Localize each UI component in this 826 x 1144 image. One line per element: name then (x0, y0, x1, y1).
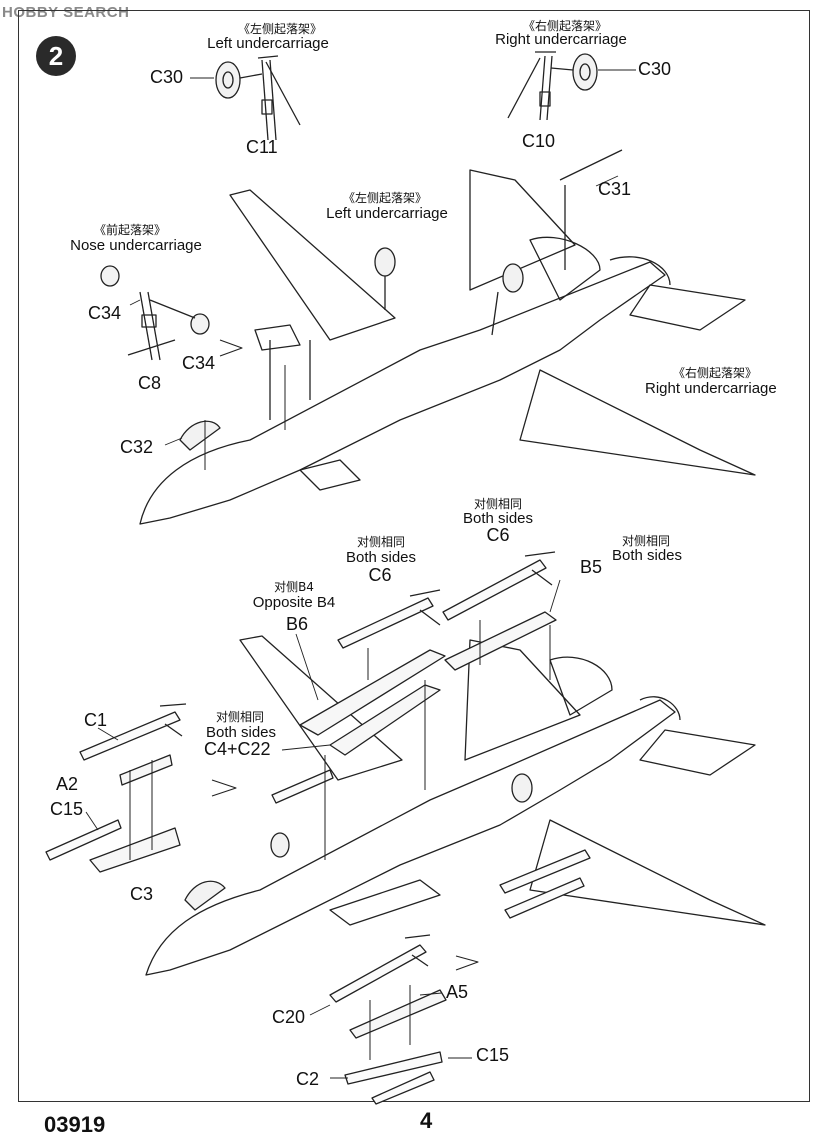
both-sides-cn-c6: 对侧相同 (356, 535, 405, 549)
part-c30-left: C30 (150, 67, 184, 87)
nose-undercarriage-detail (100, 265, 210, 361)
both-sides-cn-c4: 对侧相同 (215, 710, 264, 724)
right-undercarriage-detail (507, 51, 598, 121)
part-c6-top: C6 (486, 525, 510, 545)
right-undercarriage-en-label: Right undercarriage (495, 31, 627, 48)
nose-undercarriage-cn-label: 《前起落架》 (93, 223, 166, 237)
right-undercarriage-en-label-2: Right undercarriage (645, 380, 777, 397)
left-undercarriage-cn-label-2: 《左侧起落架》 (342, 191, 427, 205)
both-sides-en-c4: Both sides (205, 724, 277, 741)
left-undercarriage-cn-label: 《左侧起落架》 (237, 22, 322, 36)
both-sides-en-c6: Both sides (345, 549, 417, 566)
right-undercarriage-cn-label-2: 《右侧起落架》 (672, 366, 757, 380)
opposite-b4-en: Opposite B4 (252, 594, 336, 611)
step-number-badge: 2 (36, 36, 76, 76)
part-c11: C11 (246, 137, 278, 157)
left-undercarriage-en-label-2: Left undercarriage (326, 205, 448, 222)
both-sides-cn-c6-top: 对侧相同 (473, 497, 522, 511)
right-undercarriage-cn-label: 《右侧起落架》 (522, 19, 607, 33)
leader-lines (85, 69, 636, 1079)
part-c3: C3 (130, 884, 154, 904)
watermark: HOBBY SEARCH (2, 4, 130, 21)
nose-undercarriage-en-label: Nose undercarriage (70, 237, 202, 254)
kit-code: 03919 (44, 1112, 106, 1137)
part-c34-left: C34 (88, 303, 122, 323)
page-frame (18, 10, 810, 1102)
left-undercarriage-en-label: Left undercarriage (207, 35, 329, 52)
both-sides-en-c6-top: Both sides (462, 510, 534, 527)
part-c2: C2 (296, 1069, 320, 1089)
part-c20: C20 (272, 1007, 306, 1027)
part-c15-left: C15 (50, 799, 84, 819)
page-number: 4 (420, 1108, 433, 1133)
part-a2: A2 (56, 774, 79, 794)
part-b5: B5 (580, 557, 603, 577)
both-sides-cn-b5: 对侧相同 (621, 534, 670, 548)
part-b6: B6 (286, 614, 309, 634)
pylons (89, 611, 557, 1039)
direction-arrows (211, 339, 479, 971)
part-c31: C31 (598, 179, 632, 199)
part-c1: C1 (84, 710, 108, 730)
part-c6: C6 (368, 565, 392, 585)
left-undercarriage-detail (215, 55, 301, 141)
part-c10: C10 (522, 131, 556, 151)
missiles (45, 551, 591, 1105)
part-c15-bottom: C15 (476, 1045, 510, 1065)
upper-aircraft-outline (139, 149, 756, 525)
part-a5: A5 (446, 982, 469, 1002)
assembly-guide-lines (129, 365, 551, 1060)
part-c30-right: C30 (638, 59, 672, 79)
both-sides-en-b5: Both sides (611, 547, 683, 564)
lower-aircraft-outline (145, 635, 766, 976)
part-c34-right: C34 (182, 353, 216, 373)
part-c32: C32 (120, 437, 154, 457)
part-c4-c22: C4+C22 (204, 739, 271, 759)
opposite-b4-cn: 对侧B4 (274, 580, 314, 594)
part-c8: C8 (138, 373, 162, 393)
